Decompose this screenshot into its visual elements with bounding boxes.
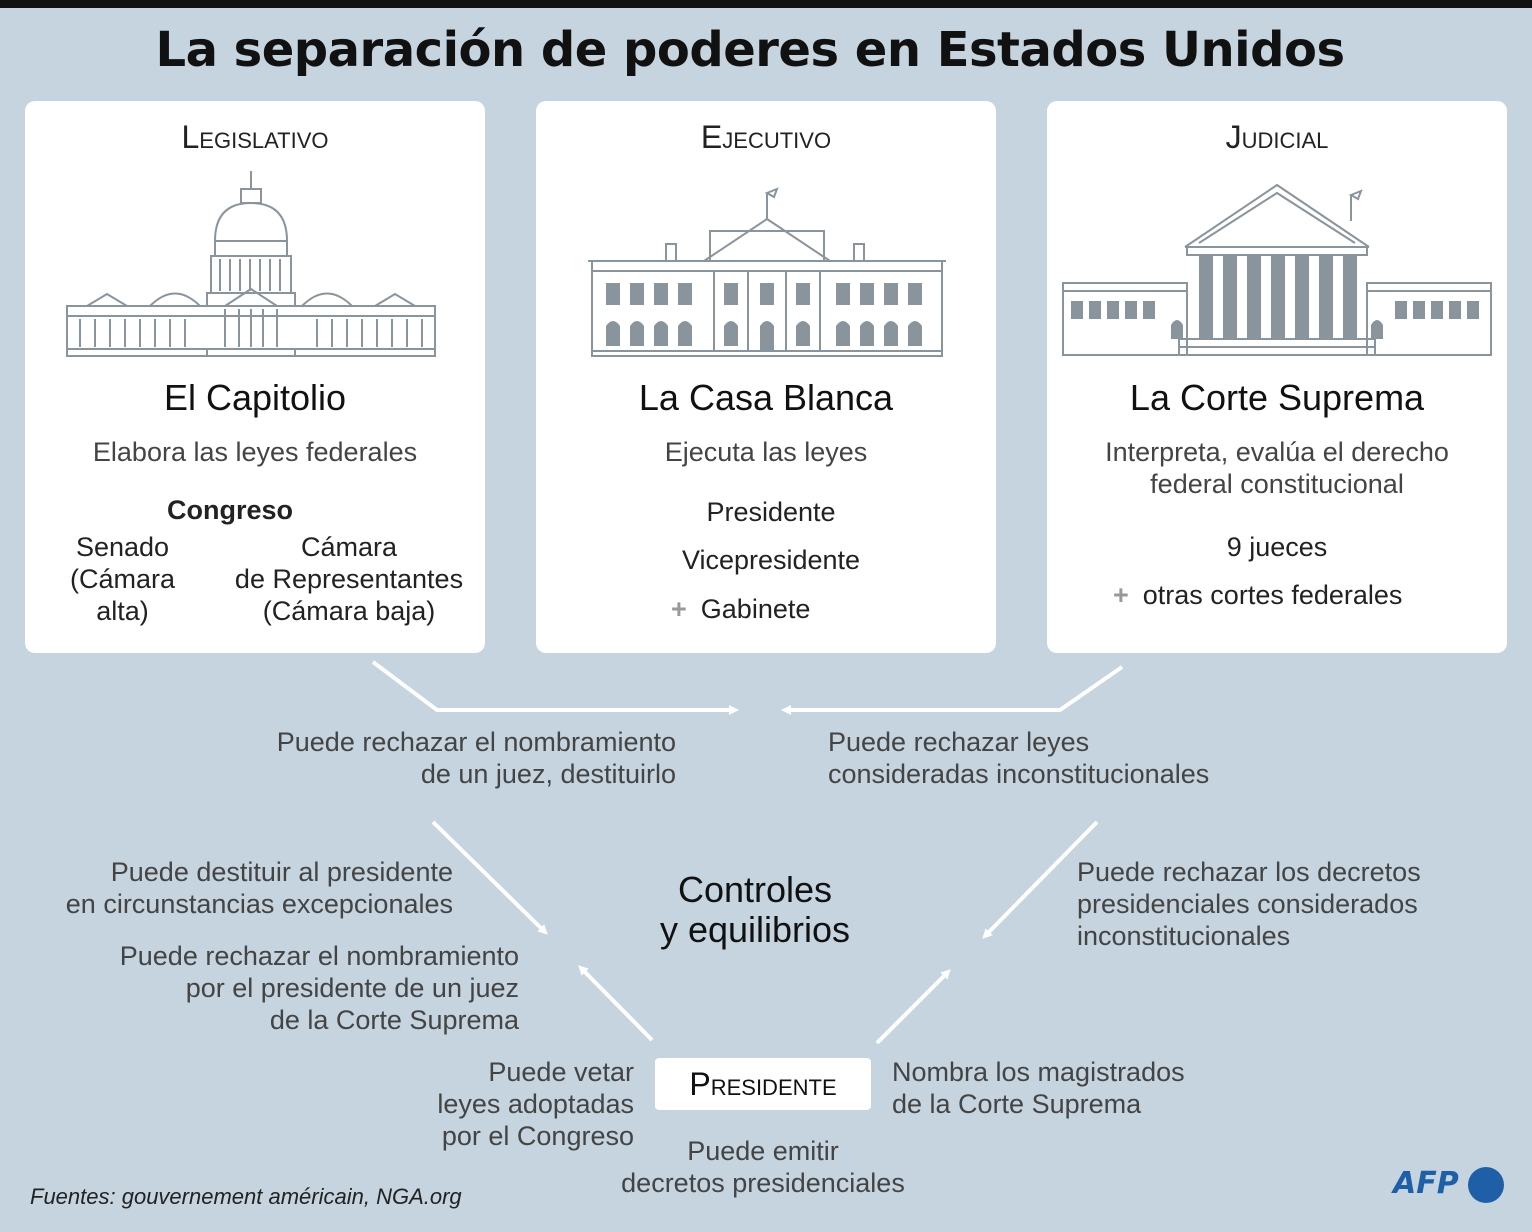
relation-line: Puede rechazar leyes bbox=[828, 727, 1090, 757]
plus-icon: + bbox=[671, 594, 687, 624]
card-judicial: Judicial bbox=[1047, 101, 1507, 653]
senate-line: Senado bbox=[75, 532, 170, 562]
relation-line: por el Congreso bbox=[441, 1121, 634, 1151]
relation-pres-self: Puede emitir decretos presidenciales bbox=[580, 1135, 946, 1199]
branch-heading: Legislativo bbox=[181, 119, 329, 155]
relation-line: leyes adoptadas bbox=[437, 1089, 634, 1119]
relation-line: por el presidente de un juez bbox=[185, 973, 519, 1003]
relation-jud-to-leg: Puede rechazar leyes consideradas incons… bbox=[828, 726, 1328, 790]
house-line: de Representantes bbox=[234, 564, 464, 594]
relation-line: Puede rechazar los decretos bbox=[1077, 857, 1421, 887]
relation-line: Puede rechazar el nombramiento bbox=[276, 727, 676, 757]
relation-line: en circunstancias excepcionales bbox=[65, 889, 453, 919]
afp-logo: AFP bbox=[1393, 1164, 1513, 1204]
top-bar bbox=[0, 0, 1532, 8]
president-box: Presidente bbox=[655, 1058, 871, 1110]
relation-line: Puede vetar bbox=[488, 1057, 634, 1087]
center-line: Controles bbox=[677, 869, 833, 910]
branch-heading: Judicial bbox=[1225, 119, 1329, 155]
relation-line: decretos presidenciales bbox=[621, 1168, 905, 1198]
house-line: (Cámara baja) bbox=[262, 596, 436, 626]
description-line: federal constitucional bbox=[1150, 469, 1404, 499]
house-label: Cámara de Representantes (Cámara baja) bbox=[218, 531, 480, 627]
arrow-president-to-legislative bbox=[578, 965, 654, 1042]
member-president: Presidente bbox=[706, 497, 836, 527]
congress-label: Congreso bbox=[166, 495, 293, 525]
relation-pres-to-jud: Nombra los magistrados de la Corte Supre… bbox=[892, 1056, 1252, 1120]
relation-line: Puede emitir bbox=[687, 1136, 839, 1166]
member-courts: + otras cortes federales bbox=[1113, 579, 1473, 611]
branch-name: La Casa Blanca bbox=[638, 377, 894, 418]
relation-jud-to-pres: Puede rechazar los decretos presidencial… bbox=[1077, 856, 1497, 952]
checks-and-balances-label: Controles y equilibrios bbox=[600, 870, 910, 950]
card-legislative: Legislativo bbox=[25, 101, 485, 653]
relation-line: presidenciales considerados bbox=[1077, 889, 1418, 919]
courts-label: otras cortes federales bbox=[1142, 580, 1403, 610]
relation-leg-to-pres-1: Puede destituir al presidente en circuns… bbox=[20, 856, 453, 920]
afp-logo-text: AFP bbox=[1393, 1166, 1459, 1201]
branch-description: Interpreta, evalúa el derecho federal co… bbox=[1067, 436, 1487, 500]
relation-line: Puede destituir al presidente bbox=[110, 857, 453, 887]
member-cabinet: + Gabinete bbox=[671, 593, 931, 625]
arrow-president-to-judicial bbox=[875, 969, 951, 1045]
relation-leg-to-pres-2: Puede rechazar el nombramiento por el pr… bbox=[60, 940, 519, 1036]
branch-name: El Capitolio bbox=[163, 377, 347, 418]
white-house-icon bbox=[588, 187, 946, 357]
member-judges: 9 jueces bbox=[1226, 532, 1328, 562]
branch-description: Ejecuta las leyes bbox=[664, 437, 868, 467]
branch-description: Elabora las leyes federales bbox=[92, 437, 418, 467]
page-title: La separación de poderes en Estados Unid… bbox=[155, 22, 1345, 78]
member-vicepresident: Vicepresidente bbox=[681, 545, 861, 575]
relation-line: de la Corte Suprema bbox=[892, 1089, 1142, 1119]
arrow-legislative-to-judicial bbox=[371, 660, 739, 715]
senate-line: (Cámara bbox=[69, 564, 176, 594]
senate-label: Senado (Cámara alta) bbox=[40, 531, 205, 627]
plus-icon: + bbox=[1113, 580, 1129, 610]
relation-line: Puede rechazar el nombramiento bbox=[119, 941, 519, 971]
relation-leg-to-jud: Puede rechazar el nombramiento de un jue… bbox=[176, 726, 676, 790]
relation-line: consideradas inconstitucionales bbox=[828, 759, 1210, 789]
relation-line: de un juez, destituirlo bbox=[420, 759, 676, 789]
card-executive: Ejecutivo bbox=[536, 101, 996, 653]
afp-logo-dot bbox=[1468, 1167, 1504, 1203]
relation-pres-to-leg: Puede vetar leyes adoptadas por el Congr… bbox=[384, 1056, 634, 1152]
description-line: Interpreta, evalúa el derecho bbox=[1105, 437, 1449, 467]
supreme-court-icon bbox=[1062, 183, 1492, 356]
house-line: Cámara bbox=[300, 532, 398, 562]
source-note: Fuentes: gouvernement américain, NGA.org bbox=[30, 1184, 462, 1209]
branch-name: La Corte Suprema bbox=[1129, 377, 1425, 418]
center-line: y equilibrios bbox=[659, 909, 851, 950]
relation-line: Nombra los magistrados bbox=[892, 1057, 1185, 1087]
cabinet-label: Gabinete bbox=[700, 594, 811, 624]
capitol-icon bbox=[66, 171, 436, 357]
relation-line: inconstitucionales bbox=[1077, 921, 1291, 951]
senate-line: alta) bbox=[96, 596, 149, 626]
branch-heading: Ejecutivo bbox=[700, 119, 832, 155]
relation-line: de la Corte Suprema bbox=[269, 1005, 519, 1035]
arrow-judicial-to-legislative bbox=[781, 665, 1124, 715]
